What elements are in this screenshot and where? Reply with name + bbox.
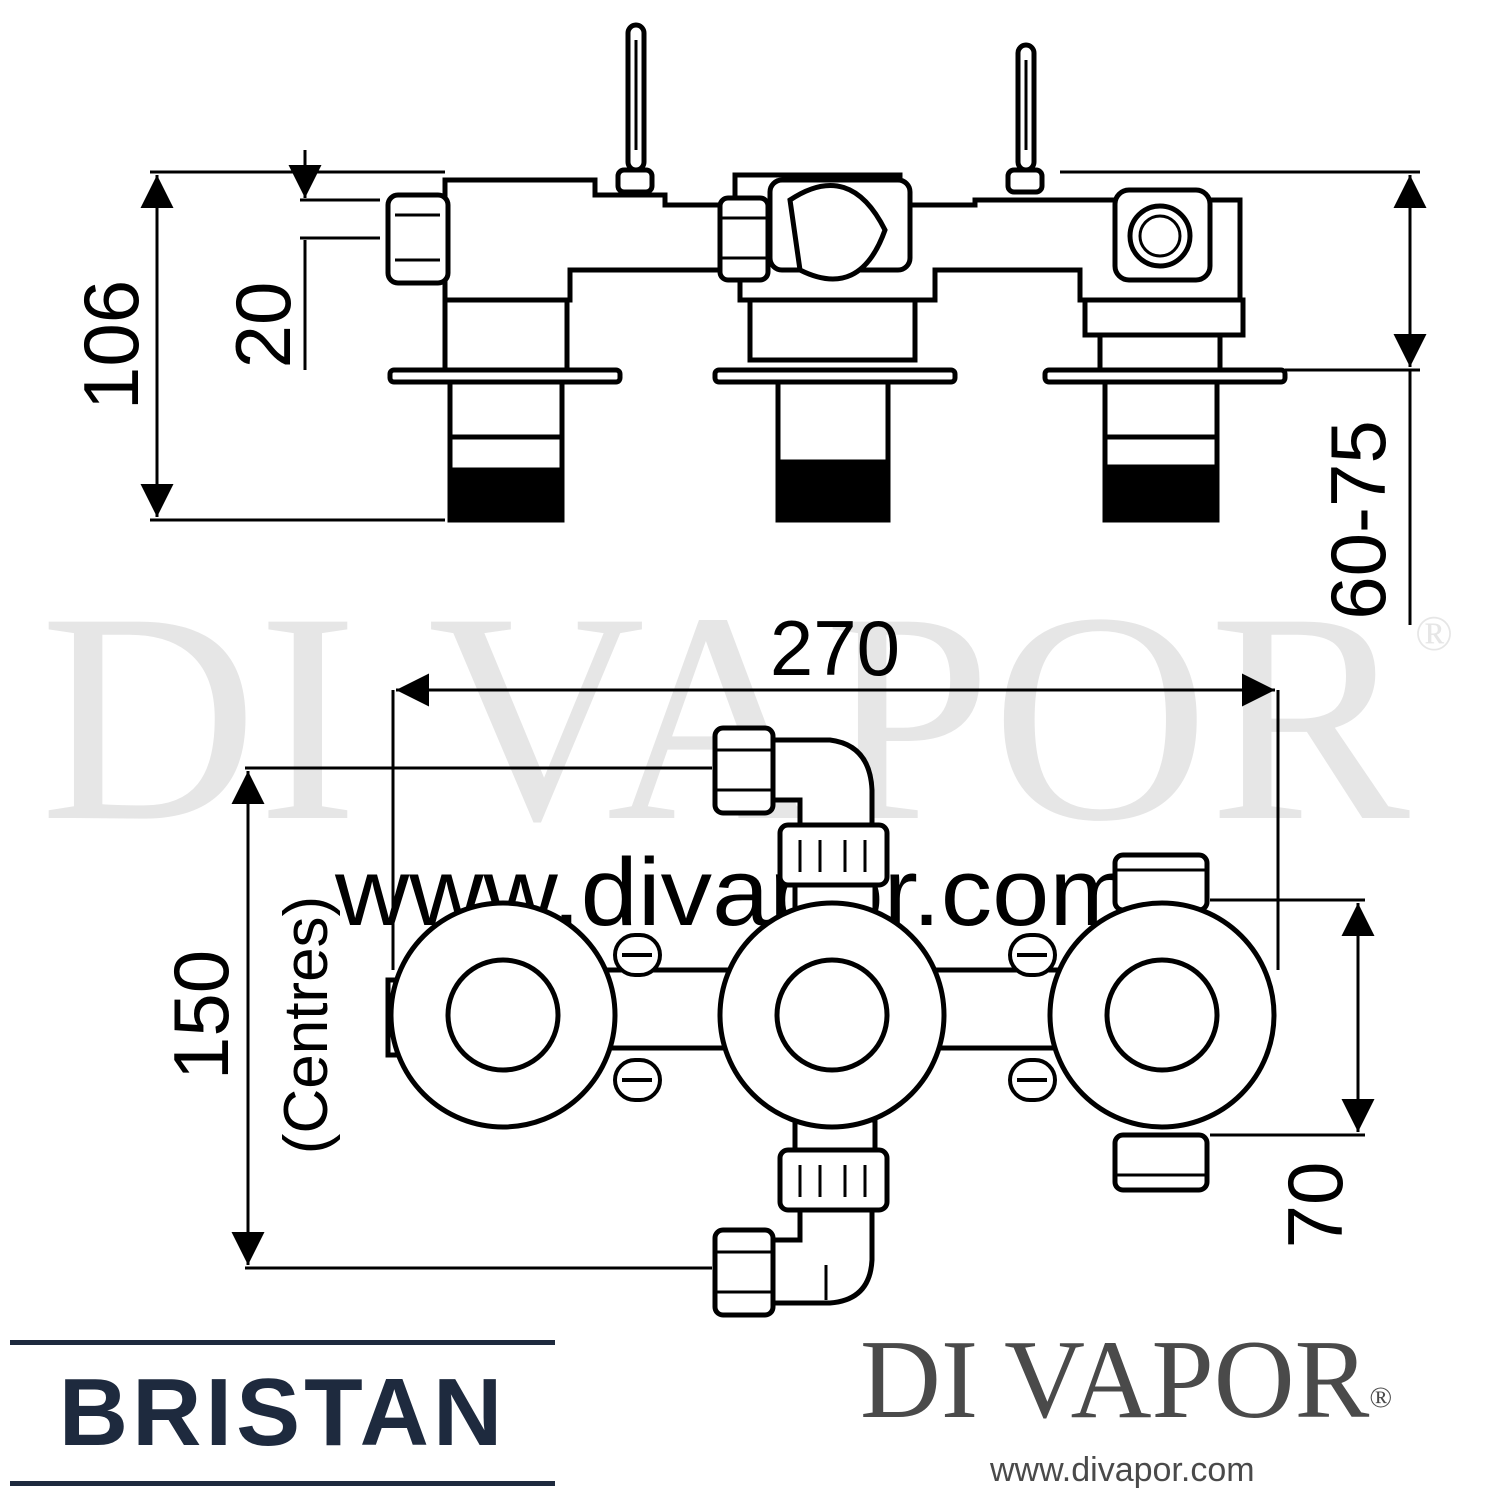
divapor-logo: DI VAPOR® <box>860 1320 1480 1440</box>
divapor-registered: ® <box>1369 1381 1393 1414</box>
side-dimensions <box>140 150 1427 625</box>
right-valve-disc <box>1047 900 1277 1130</box>
label-150: 150 <box>157 950 245 1080</box>
bottom-outlet <box>712 1117 890 1318</box>
front-view <box>385 725 1277 1318</box>
watermark-text: DI VAPOR <box>40 551 1411 883</box>
centre-elbow <box>787 183 888 282</box>
label-centres: (Centres) <box>272 896 341 1154</box>
watermark: DI VAPOR ® www.divapor.com <box>40 551 1453 946</box>
bristan-logo: BRISTAN <box>10 1340 555 1486</box>
centre-nut <box>717 195 771 283</box>
label-20: 20 <box>219 282 307 369</box>
front-dimensions <box>231 673 1375 1270</box>
centre-thread <box>775 459 891 523</box>
top-inlet <box>712 725 890 918</box>
left-inlet-nut <box>385 192 451 286</box>
centre-valve-disc <box>717 900 947 1130</box>
side-view <box>385 22 1288 523</box>
divapor-logo-text: DI VAPOR <box>860 1318 1370 1442</box>
dimension-labels: 106 20 60-75 270 150 (Centres) 70 <box>67 280 1402 1248</box>
left-spindle <box>615 22 655 195</box>
right-spindle <box>1005 42 1045 195</box>
label-70: 70 <box>1271 1162 1359 1249</box>
left-thread <box>447 467 565 523</box>
bristan-logo-text: BRISTAN <box>58 1359 507 1466</box>
mounting-lugs <box>613 933 1057 1102</box>
left-valve-disc <box>388 900 618 1130</box>
label-270: 270 <box>770 604 900 692</box>
watermark-registered: ® <box>1415 605 1453 661</box>
right-thread <box>1102 464 1220 523</box>
label-106: 106 <box>67 280 155 410</box>
label-60-75: 60-75 <box>1314 420 1402 620</box>
divapor-url: www.divapor.com <box>990 1451 1255 1489</box>
